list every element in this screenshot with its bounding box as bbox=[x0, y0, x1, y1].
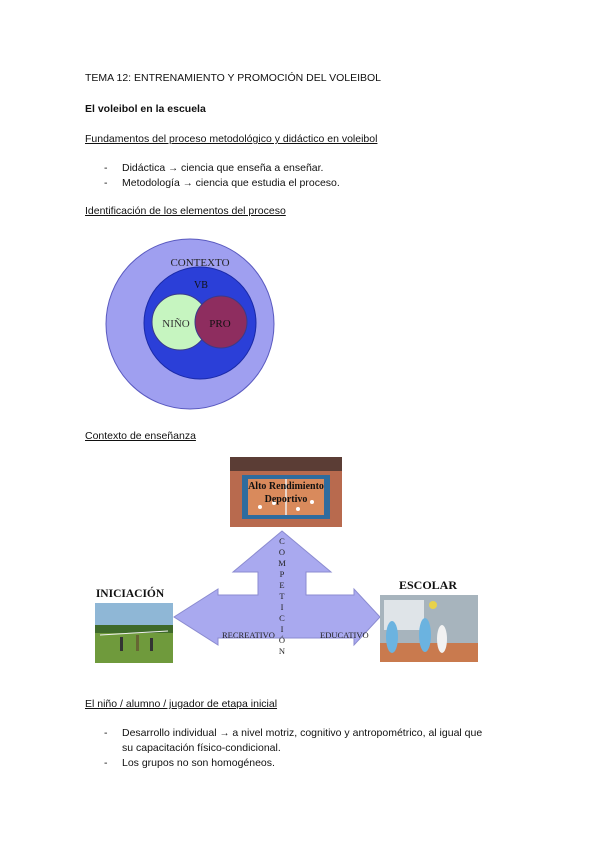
escolar-title: ESCOLAR bbox=[399, 578, 457, 592]
top-label-line2: Deportivo bbox=[265, 494, 308, 505]
iniciacion-title: INICIACIÓN bbox=[96, 586, 165, 600]
pro-label: PRO bbox=[209, 318, 230, 330]
competicion-letter: P bbox=[280, 569, 285, 579]
document-title: TEMA 12: ENTRENAMIENTO Y PROMOCIÓN DEL V… bbox=[85, 72, 382, 84]
pro-circle bbox=[194, 295, 248, 349]
recreativo-label: RECREATIVO bbox=[222, 630, 275, 640]
subheading-contexto-ensenanza: Contexto de enseñanza bbox=[85, 430, 196, 442]
right-arrow-icon: → bbox=[182, 178, 193, 189]
list-item: - Desarrollo individual → a nivel motriz… bbox=[104, 727, 483, 739]
term: Metodología bbox=[122, 177, 180, 189]
educativo-label: EDUCATIVO bbox=[320, 630, 369, 640]
contexto-label: CONTEXTO bbox=[170, 257, 229, 269]
competicion-letter: O bbox=[279, 547, 285, 557]
term: Didáctica bbox=[122, 162, 166, 174]
top-label-line1: Alto Rendimiento bbox=[248, 481, 324, 492]
competicion-letter: M bbox=[278, 558, 286, 568]
competicion-letter: I bbox=[281, 624, 284, 634]
bullet-list-development: - Desarrollo individual → a nivel motriz… bbox=[104, 726, 482, 771]
right-arrow-icon: → bbox=[168, 163, 179, 174]
competicion-letter: E bbox=[279, 580, 284, 590]
list-item: - Los grupos no son homogéneos. bbox=[104, 757, 275, 769]
definition: ciencia que enseña a enseñar. bbox=[181, 162, 324, 174]
definition-continued: su capacitación físico-condicional. bbox=[122, 742, 281, 754]
competicion-letter: C bbox=[279, 613, 285, 623]
section-heading-voleibol-escuela: El voleibol en la escuela bbox=[85, 103, 206, 115]
right-photo-escolar bbox=[380, 595, 478, 662]
bullet-text: Los grupos no son homogéneos. bbox=[122, 757, 275, 769]
competicion-letter: Ó bbox=[279, 635, 285, 645]
bullet-list-definitions: - Didáctica → ciencia que enseña a enseñ… bbox=[104, 161, 340, 191]
subheading-fundamentos: Fundamentos del proceso metodológico y d… bbox=[85, 133, 378, 145]
process-elements-diagram: CONTEXTO VB NIÑO PRO bbox=[105, 238, 275, 410]
vb-label: VB bbox=[194, 280, 208, 291]
list-item-continuation: su capacitación físico-condicional. bbox=[104, 741, 482, 756]
top-photo-high-performance: Alto Rendimiento Deportivo bbox=[230, 457, 342, 527]
competicion-letter: N bbox=[279, 646, 285, 656]
competicion-letter: C bbox=[279, 536, 285, 546]
competicion-letter: I bbox=[281, 602, 284, 612]
three-way-arrow-shape bbox=[173, 530, 381, 647]
definition: a nivel motriz, cognitivo y antropométri… bbox=[232, 727, 483, 739]
term: Desarrollo individual bbox=[122, 727, 217, 739]
list-item: - Metodología → ciencia que estudia el p… bbox=[104, 177, 340, 189]
list-item: - Didáctica → ciencia que enseña a enseñ… bbox=[104, 162, 324, 174]
subheading-identificacion: Identificación de los elementos del proc… bbox=[85, 205, 286, 217]
subheading-nino-alumno: El niño / alumno / jugador de etapa inic… bbox=[85, 698, 278, 710]
right-arrow-icon: → bbox=[219, 728, 230, 739]
left-photo-iniciacion bbox=[95, 603, 173, 663]
competicion-letter: T bbox=[279, 591, 285, 601]
definition: ciencia que estudia el proceso. bbox=[195, 177, 340, 189]
nino-label: NIÑO bbox=[162, 318, 190, 330]
